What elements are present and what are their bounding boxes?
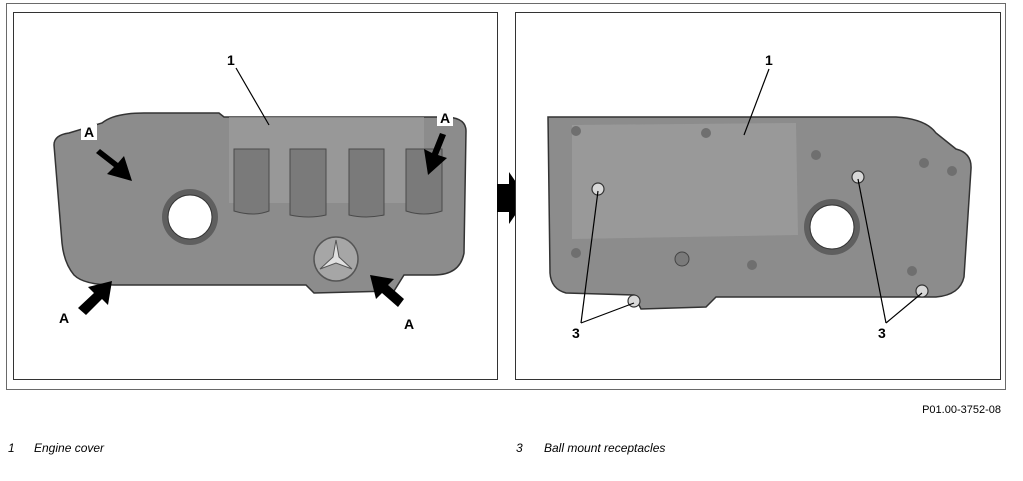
figure-id: P01.00-3752-08	[922, 404, 1001, 416]
legend-number-3: 3	[516, 441, 523, 455]
transition-arrow-icon	[497, 172, 527, 224]
panel-underside-view: 1 3 3	[515, 12, 1001, 380]
callout-3-left: 3	[572, 325, 580, 341]
arrow-icon	[78, 133, 447, 315]
arrow-label-bottom-right: A	[404, 316, 414, 332]
legend-text-1: Engine cover	[34, 441, 105, 455]
arrow-label-bottom-left: A	[59, 310, 69, 326]
arrow-label-top-left: A	[84, 124, 94, 140]
callout-1-left: 1	[227, 52, 235, 68]
callout-3-right: 3	[878, 325, 886, 341]
figure-frame	[6, 3, 1006, 390]
callout-1-right: 1	[765, 52, 773, 68]
star-emblem	[313, 236, 359, 282]
legend-number-1: 1	[8, 441, 15, 455]
arrow-labels: A A A A	[59, 110, 453, 332]
engine-cover-underside-illustration: 1 3 3	[547, 52, 972, 341]
panel-top-view: 1 A A A A	[13, 12, 498, 380]
engine-cover-top-illustration: 1 A A A A	[53, 52, 467, 332]
legend-text-3: Ball mount receptacles	[544, 441, 666, 455]
arrow-label-top-right: A	[440, 110, 450, 126]
ball-mount-receptacles	[591, 170, 929, 308]
